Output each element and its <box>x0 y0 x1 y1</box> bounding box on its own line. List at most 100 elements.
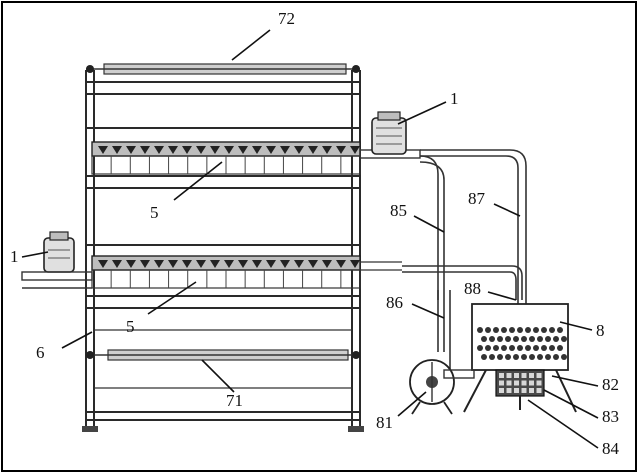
tank-medium-dot <box>529 354 535 360</box>
pump <box>409 359 475 415</box>
filter-cell <box>536 388 542 393</box>
tank-medium-dot <box>509 345 515 351</box>
tray-tooth <box>280 146 290 154</box>
tank-medium-dot <box>549 327 555 333</box>
label-8: 8 <box>596 321 605 340</box>
tray-tooth <box>196 260 206 268</box>
tray-tooth <box>168 146 178 154</box>
label-6: 6 <box>36 343 45 362</box>
tank-medium-dot <box>537 336 543 342</box>
tray-tooth <box>266 260 276 268</box>
tray-tooth <box>154 146 164 154</box>
tank-medium-dot <box>553 354 559 360</box>
label-72: 72 <box>278 9 295 28</box>
tank-medium-dot <box>545 354 551 360</box>
tray-tooth <box>154 260 164 268</box>
motor-top <box>371 111 407 155</box>
filter-cell <box>521 380 527 386</box>
tank-medium-dot <box>553 336 559 342</box>
filter-cell <box>514 373 519 378</box>
label-71: 71 <box>226 391 243 410</box>
tray-tooth <box>98 260 108 268</box>
tank-medium-dot <box>509 327 515 333</box>
label-84: 84 <box>602 439 620 458</box>
tray-tooth <box>252 260 262 268</box>
tray-tooth <box>294 260 304 268</box>
filter-cell <box>529 388 534 393</box>
tray-tooth <box>336 146 346 154</box>
tank-medium-dot <box>485 327 491 333</box>
label-88: 88 <box>464 279 481 298</box>
tank-medium-dot <box>557 345 563 351</box>
tank-medium-dot <box>501 327 507 333</box>
label-5-top: 5 <box>150 203 159 222</box>
motor-left <box>21 231 93 289</box>
tank-medium-dot <box>489 336 495 342</box>
tank-medium-dot <box>505 336 511 342</box>
filter-cell <box>529 380 534 386</box>
tank-medium-dot <box>525 345 531 351</box>
filter-cell <box>529 373 534 378</box>
label-81: 81 <box>376 413 393 432</box>
filter-cell <box>499 380 504 386</box>
tank-medium-dot <box>489 354 495 360</box>
filter-cell <box>506 388 512 393</box>
label-83: 83 <box>602 407 619 426</box>
tank-medium-dot <box>497 354 503 360</box>
tank-medium-dot <box>561 336 567 342</box>
tank-medium-dot <box>497 336 503 342</box>
tank-medium-dot <box>513 336 519 342</box>
tank-medium-dot <box>481 336 487 342</box>
label-82: 82 <box>602 375 619 394</box>
tank-medium-dot <box>541 327 547 333</box>
tank-medium-dot <box>513 354 519 360</box>
tray-tooth <box>322 146 332 154</box>
tank-medium-dot <box>485 345 491 351</box>
lower-tray <box>91 255 402 289</box>
tray-tooth <box>140 146 150 154</box>
upper-tray <box>91 141 421 175</box>
tray-tooth <box>196 146 206 154</box>
tray-tooth <box>280 260 290 268</box>
labels: 72 1 1 5 5 85 87 88 86 8 6 71 81 82 83 8… <box>10 9 620 458</box>
filter-cell <box>499 373 504 378</box>
tank-medium-dot <box>557 327 563 333</box>
tray-tooth <box>112 146 122 154</box>
label-1-left: 1 <box>10 247 19 266</box>
tank-medium-dot <box>481 354 487 360</box>
tank-medium-dot <box>501 345 507 351</box>
filter-cell <box>499 388 504 393</box>
filter-cell <box>536 380 542 386</box>
tray-tooth <box>126 146 136 154</box>
tray-tooth <box>182 146 192 154</box>
tank-medium-dot <box>533 327 539 333</box>
label-5-bottom: 5 <box>126 317 135 336</box>
main-frame <box>82 70 364 432</box>
tray-tooth <box>224 146 234 154</box>
leader-lines <box>21 29 599 449</box>
tank <box>463 303 577 413</box>
bottom-roller <box>86 349 360 361</box>
tray-tooth <box>266 146 276 154</box>
tank-medium-dot <box>549 345 555 351</box>
tray-tooth <box>224 260 234 268</box>
tray-tooth <box>350 146 360 154</box>
label-86: 86 <box>386 293 403 312</box>
top-roller <box>86 63 360 75</box>
filter-cell <box>521 388 527 393</box>
label-85: 85 <box>390 201 407 220</box>
tank-medium-dot <box>521 336 527 342</box>
tray-tooth <box>322 260 332 268</box>
tank-medium-dot <box>529 336 535 342</box>
label-1-top: 1 <box>450 89 459 108</box>
tray-tooth <box>336 260 346 268</box>
tank-medium-dot <box>525 327 531 333</box>
tray-tooth <box>252 146 262 154</box>
tray-tooth <box>308 260 318 268</box>
tank-medium-dot <box>493 345 499 351</box>
tank-medium-dot <box>505 354 511 360</box>
tank-medium-dot <box>537 354 543 360</box>
tray-tooth <box>350 260 360 268</box>
tank-medium-dot <box>493 327 499 333</box>
